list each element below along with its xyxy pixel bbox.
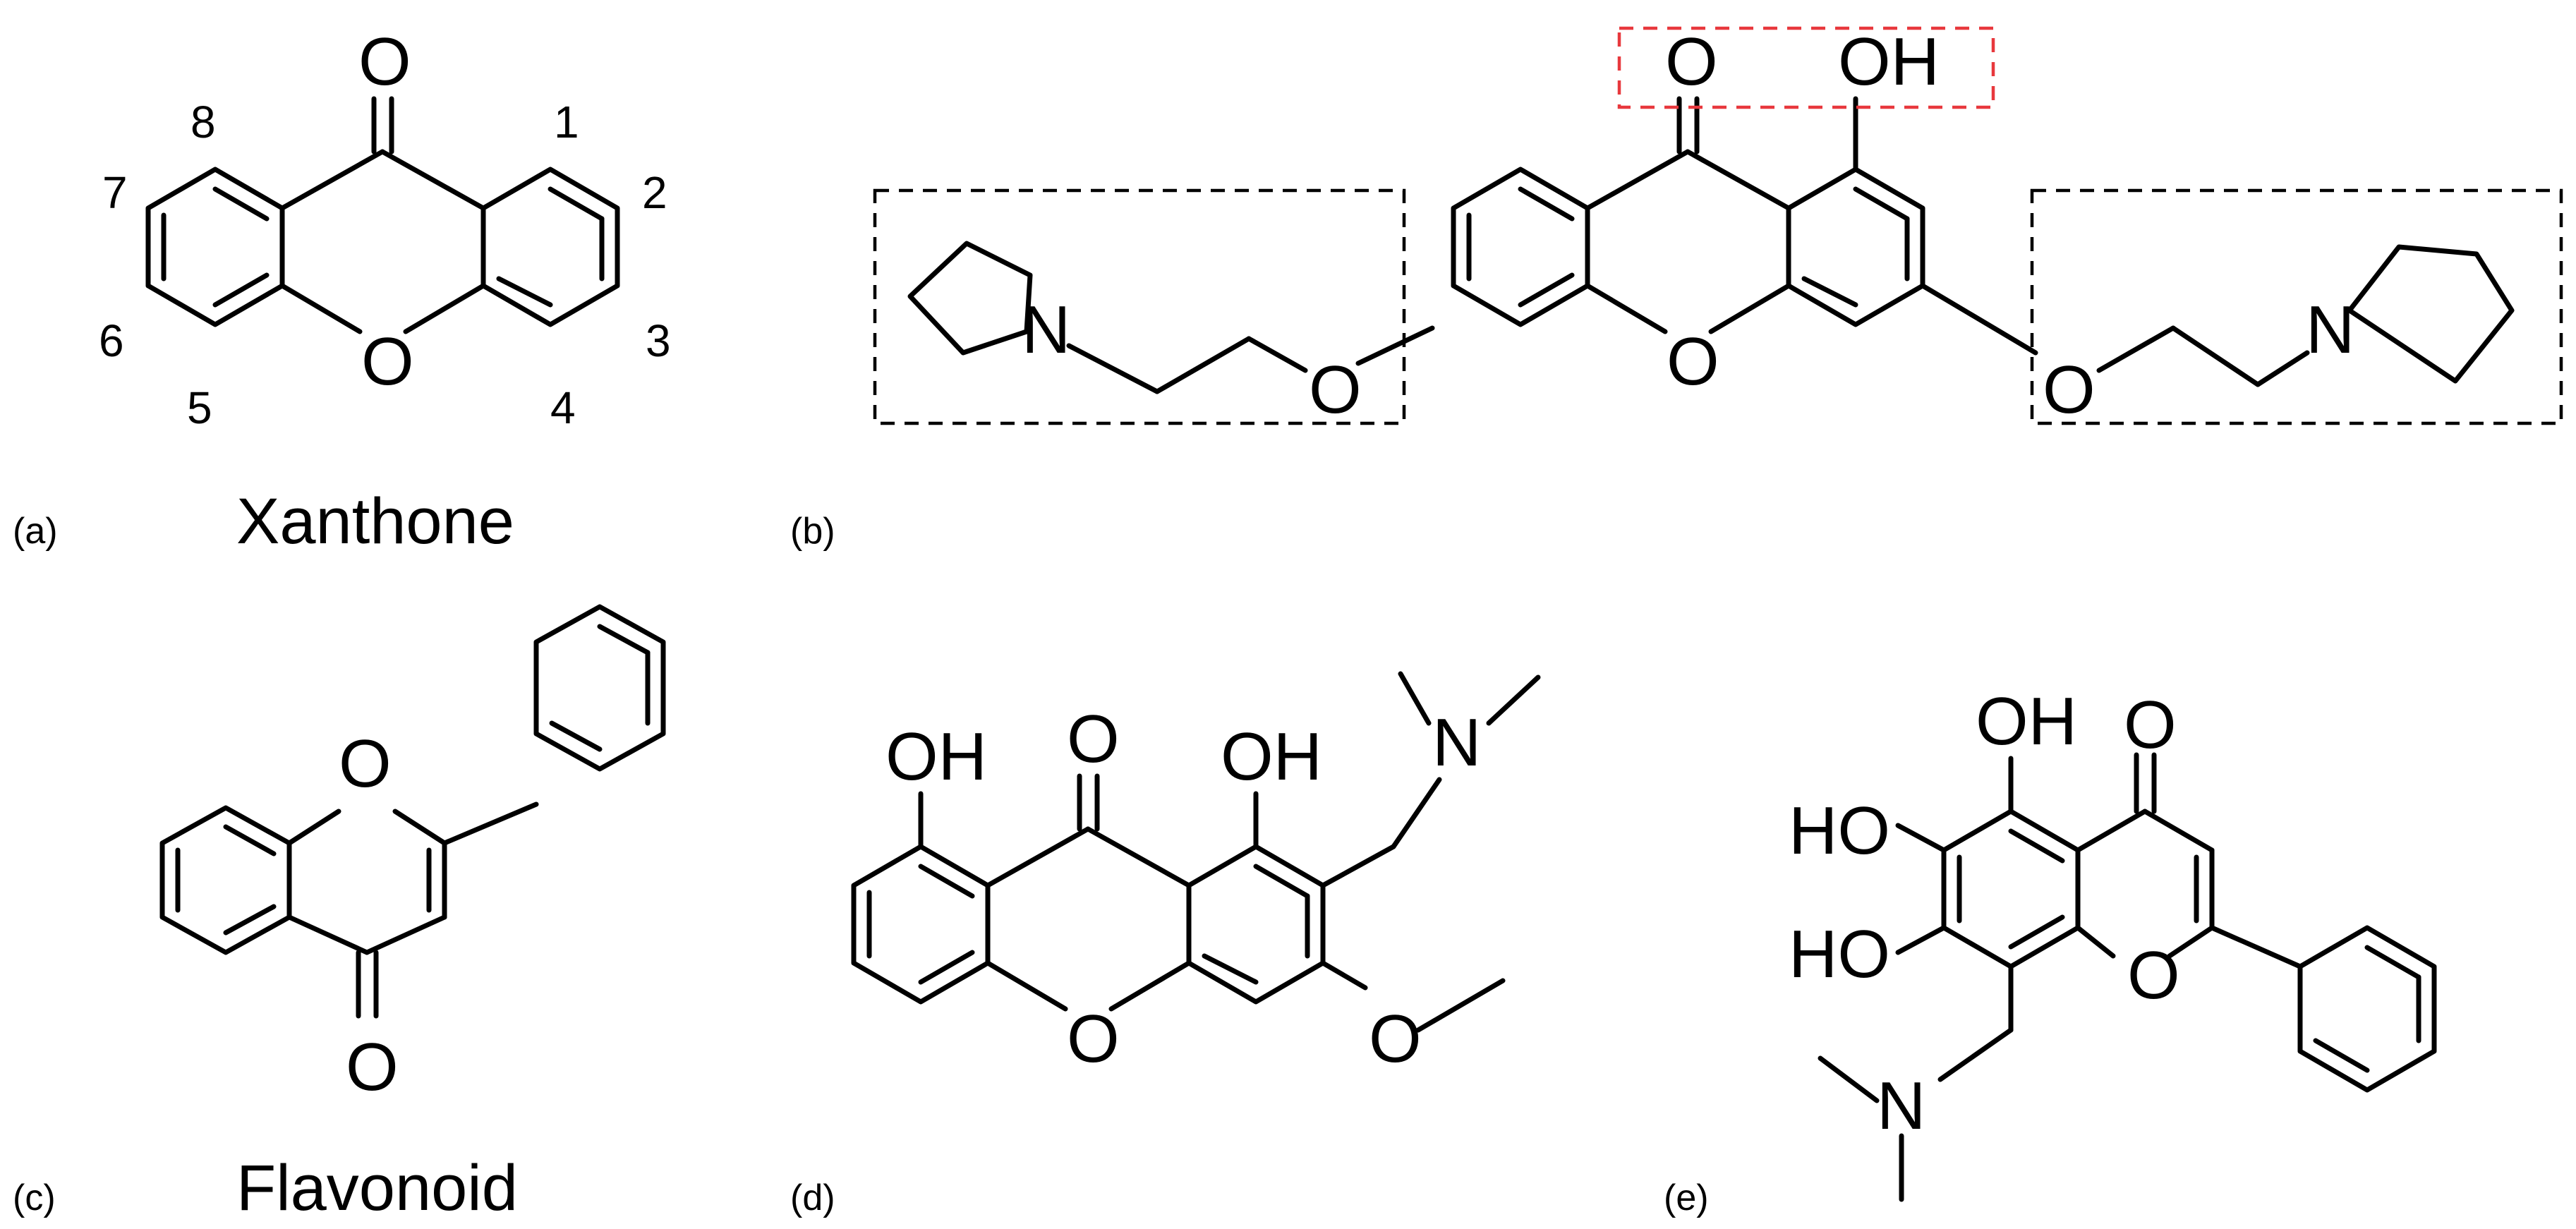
hydroxyl-d-left: OH bbox=[885, 719, 987, 794]
carbonyl-oxygen-d: O bbox=[1067, 701, 1120, 777]
carbonyl-oxygen: O bbox=[358, 24, 411, 99]
panel-c-label: (c) bbox=[13, 1177, 56, 1218]
position-6-label: 6 bbox=[99, 315, 124, 366]
aminomethyl-flavonoid-structure: O O OH HO HO N bbox=[1789, 684, 2437, 1202]
ring-oxygen-b: O bbox=[1667, 324, 1719, 399]
aminomethyl-xanthone-structure: O O OH OH N O bbox=[851, 671, 1541, 1077]
flavonoid-structure: O O bbox=[159, 604, 666, 1105]
position-8-label: 8 bbox=[191, 97, 216, 147]
dimethylamine-nitrogen-e: N bbox=[1877, 1068, 1925, 1144]
hydroxyl-e-upper-left: HO bbox=[1789, 793, 1890, 868]
right-nitrogen: N bbox=[2306, 292, 2354, 368]
hydroxyl-b: OH bbox=[1838, 24, 1940, 99]
position-7-label: 7 bbox=[102, 167, 128, 218]
left-nitrogen: N bbox=[1022, 292, 1070, 368]
position-1-label: 1 bbox=[554, 97, 579, 147]
methoxy-oxygen-d: O bbox=[1369, 1001, 1422, 1077]
panel-a-label: (a) bbox=[13, 511, 58, 552]
hydroxyl-e-lower-left: HO bbox=[1789, 916, 1890, 992]
right-substituent-box bbox=[2030, 188, 2563, 425]
position-3-label: 3 bbox=[646, 315, 671, 366]
carbonyl-oxygen-e: O bbox=[2124, 687, 2177, 763]
ring-oxygen-d: O bbox=[1067, 1001, 1120, 1077]
left-ether-oxygen: O bbox=[1309, 352, 1362, 428]
flavonoid-carbonyl-oxygen: O bbox=[346, 1029, 399, 1105]
dimethylamine-nitrogen-d: N bbox=[1432, 705, 1481, 780]
hydroxyl-d-right: OH bbox=[1221, 719, 1322, 794]
ring-oxygen-e: O bbox=[2127, 938, 2180, 1013]
xanthone-caption: Xanthone bbox=[236, 485, 514, 557]
carbonyl-hydroxyl-highlight-box bbox=[1617, 26, 1995, 109]
position-5-label: 5 bbox=[187, 382, 212, 433]
flavonoid-caption: Flavonoid bbox=[236, 1152, 518, 1224]
position-4-label: 4 bbox=[550, 382, 576, 433]
bis-pyrrolidinyl-xanthone-structure: N O O OH O O N bbox=[873, 24, 2563, 428]
panel-b-label: (b) bbox=[790, 511, 835, 552]
carbonyl-oxygen-b: O bbox=[1665, 24, 1718, 99]
left-substituent-box bbox=[873, 188, 1406, 425]
right-ether-oxygen: O bbox=[2043, 352, 2096, 428]
flavonoid-ring-oxygen: O bbox=[339, 726, 392, 801]
xanthone-structure: O O 1 2 3 4 5 6 7 8 bbox=[99, 24, 671, 433]
hydroxyl-e-top: OH bbox=[1976, 684, 2077, 759]
ring-oxygen: O bbox=[361, 324, 414, 399]
position-2-label: 2 bbox=[642, 167, 667, 218]
panel-e-label: (e) bbox=[1664, 1177, 1709, 1218]
panel-d-label: (d) bbox=[790, 1177, 835, 1218]
